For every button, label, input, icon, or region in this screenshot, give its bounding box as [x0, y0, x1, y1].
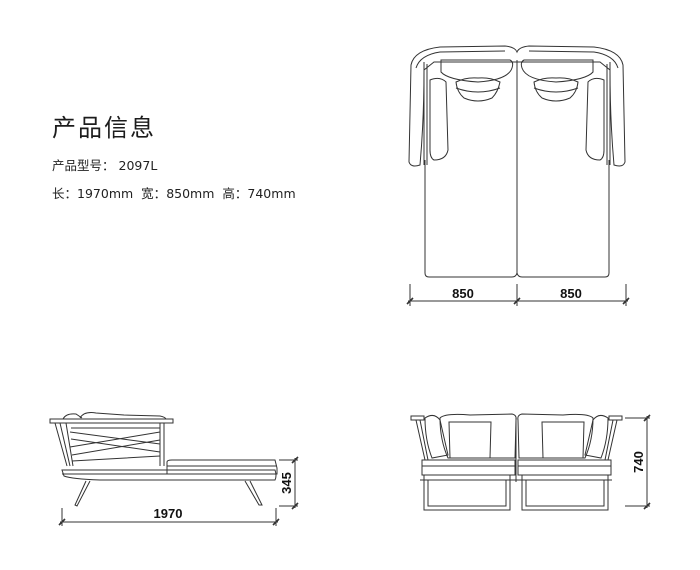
length-value: 1970mm [77, 186, 134, 201]
width-label: 宽： [141, 186, 167, 201]
top-dim-right: 850 [560, 286, 582, 301]
side-view-drawing: 1970 345 [49, 412, 299, 526]
length-label: 长： [52, 186, 78, 201]
height-value: 740mm [247, 186, 296, 201]
model-line: 产品型号：2097L [52, 155, 300, 174]
model-label: 产品型号： [52, 158, 115, 173]
top-view-drawing: 850 850 [406, 45, 630, 306]
front-view-drawing: 740 [410, 413, 651, 511]
model-value: 2097L [118, 158, 158, 173]
side-dim-seat-height: 345 [279, 472, 294, 494]
top-dim-left: 850 [452, 286, 474, 301]
height-label: 高： [222, 186, 248, 201]
product-info-panel: 产品信息 产品型号：2097L 长：1970mm 宽：850mm 高：740mm [52, 108, 300, 211]
width-value: 850mm [166, 186, 215, 201]
front-dim-height: 740 [631, 451, 646, 473]
product-info-heading: 产品信息 [52, 114, 156, 142]
dimensions-line: 长：1970mm 宽：850mm 高：740mm [52, 183, 300, 202]
side-dim-length: 1970 [154, 506, 183, 521]
